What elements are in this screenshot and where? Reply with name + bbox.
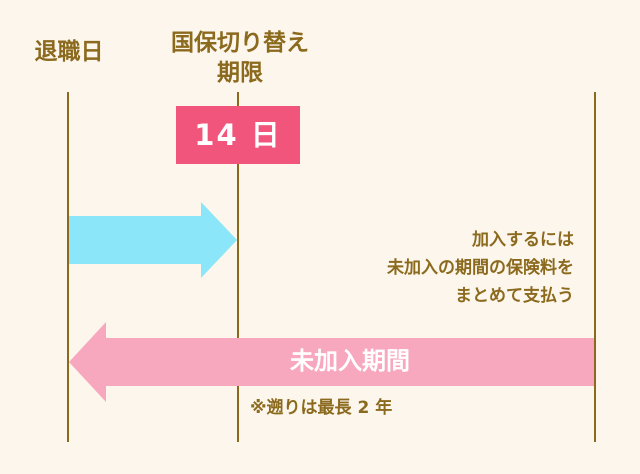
deadline-label-line2: 期限 — [217, 60, 263, 86]
payment-note: 加入するには 未加入の期間の保険料を まとめて支払う — [387, 226, 574, 310]
deadline-line — [237, 92, 239, 442]
pink-arrow — [69, 322, 594, 402]
payment-note-line1: 加入するには — [472, 230, 574, 250]
uninsured-period-label: 未加入期間 — [290, 347, 410, 375]
current-line — [594, 92, 596, 442]
deadline-label-line1: 国保切り替え — [171, 30, 309, 56]
retroactive-footnote: ※遡りは最長 2 年 — [250, 398, 393, 418]
blue-arrow — [69, 202, 237, 278]
retirement-date-label: 退職日 — [34, 39, 104, 65]
payment-note-line3: まとめて支払う — [455, 286, 574, 306]
payment-note-line2: 未加入の期間の保険料を — [387, 258, 574, 278]
deadline-label: 国保切り替え 期限 — [150, 28, 330, 88]
days-badge: 14 日 — [176, 106, 300, 164]
retirement-date-line — [67, 92, 69, 442]
